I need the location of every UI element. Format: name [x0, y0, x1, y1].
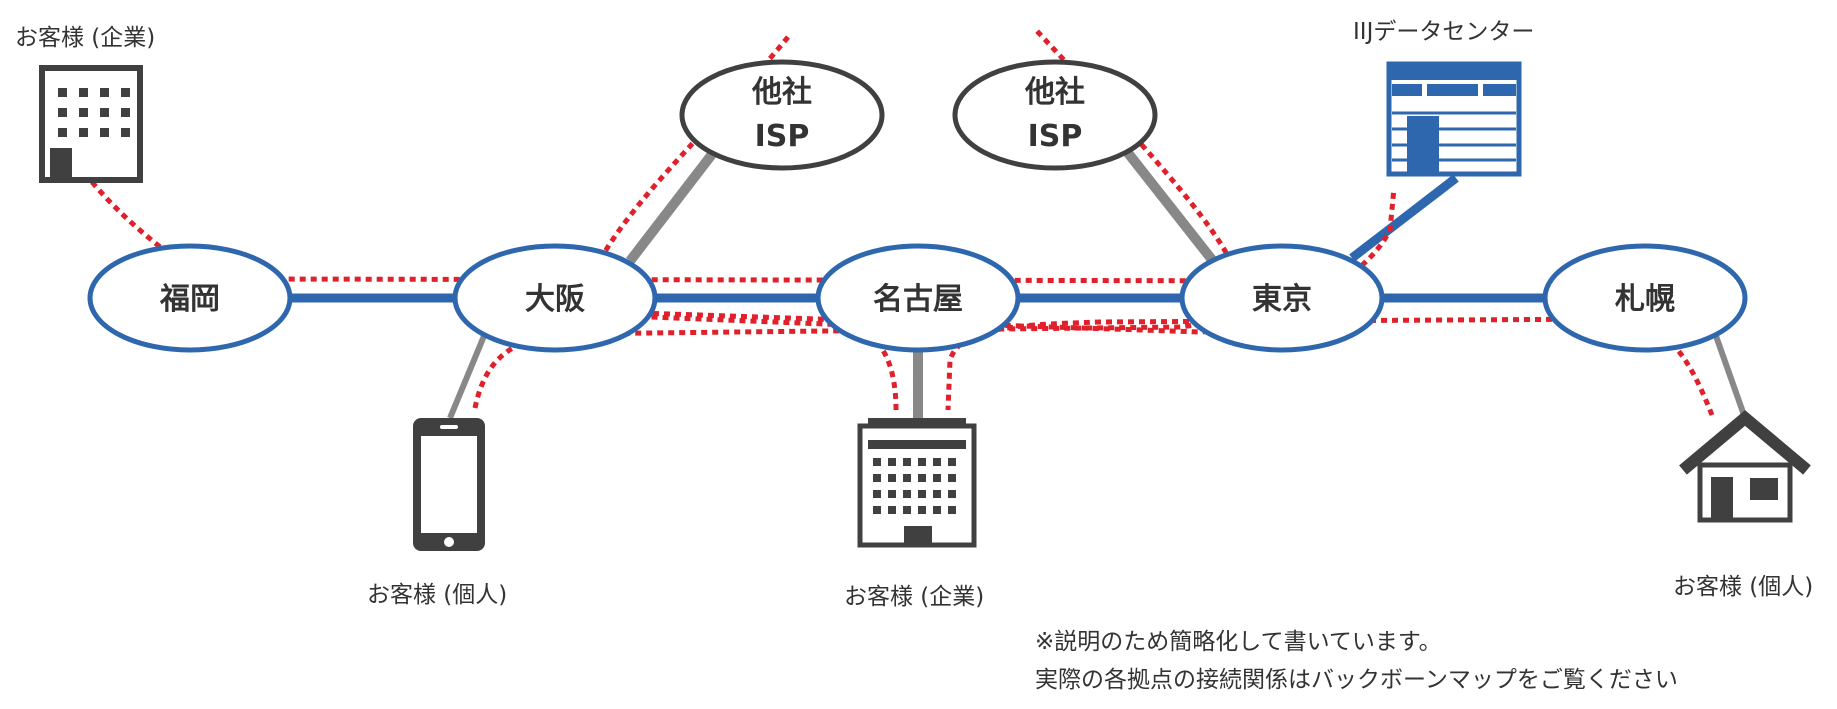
link-tokyo-isp [1124, 149, 1217, 265]
link-osaka-isp [626, 149, 717, 265]
label-customer-individual-home: お客様 (個人) [1673, 574, 1814, 600]
label-customer-corp-topleft: お客様 (企業) [15, 25, 156, 51]
path-isp-west-loop [588, 28, 1246, 335]
backbone-tokyo-datacenter [1349, 174, 1459, 262]
node-fukuoka [87, 243, 293, 353]
isp-west-label-line1: 他社 [751, 75, 812, 110]
office-tower-icon [857, 418, 977, 548]
node-nagoya [815, 243, 1021, 353]
note-line-2: 実際の各拠点の接続関係はバックボーンマップをご覧ください [1035, 667, 1678, 693]
node-isp-east [952, 59, 1158, 171]
node-label-fukuoka: 福岡 [159, 282, 220, 317]
node-label-nagoya: 名古屋 [873, 282, 963, 317]
note-line-1: ※説明のため簡略化して書いています。 [1035, 629, 1442, 655]
link-sapporo-home [1713, 334, 1748, 420]
office-building-icon [39, 65, 143, 183]
label-customer-individual-phone: お客様 (個人) [367, 582, 508, 608]
isp-west-label-line2: ISP [755, 119, 810, 154]
label-datacenter: IIJデータセンター [1353, 19, 1535, 45]
node-isp-west [679, 59, 885, 171]
node-label-osaka: 大阪 [525, 282, 585, 317]
access-links [447, 149, 1748, 420]
label-customer-corp-center: お客様 (企業) [844, 584, 985, 610]
node-osaka [452, 243, 658, 353]
isp-east-label-line1: 他社 [1024, 75, 1085, 110]
smartphone-icon [413, 418, 485, 551]
backbone-links [290, 174, 1545, 303]
link-osaka-phone [447, 334, 487, 420]
node-ellipses [87, 59, 1748, 353]
house-icon [1679, 410, 1811, 523]
node-sapporo [1542, 243, 1748, 353]
path-home-loop [945, 316, 1715, 416]
node-label-sapporo: 札幌 [1615, 282, 1675, 317]
node-label-tokyo: 東京 [1252, 282, 1312, 317]
isp-east-label-line2: ISP [1028, 119, 1083, 154]
datacenter-icon [1386, 61, 1522, 177]
node-tokyo [1179, 243, 1385, 353]
